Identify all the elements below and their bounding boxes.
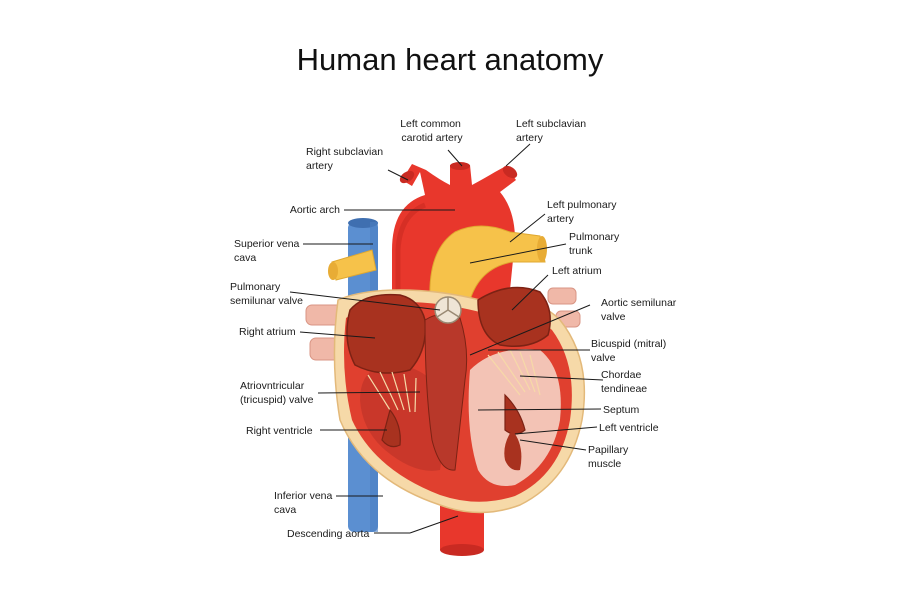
label-aortic-arch: Aortic arch xyxy=(290,204,340,216)
page-title: Human heart anatomy xyxy=(296,42,604,77)
label-pulmonary-trunk: Pulmonary trunk xyxy=(569,231,622,257)
label-left-subclavian-artery: Left subclavian artery xyxy=(516,118,589,144)
label-left-ventricle: Left ventricle xyxy=(599,422,659,434)
label-papillary-muscle: Papillary muscle xyxy=(588,444,631,470)
papillary-muscle-shape xyxy=(504,430,522,471)
label-left-atrium: Left atrium xyxy=(552,265,602,277)
label-inferior-vena-cava: Inferior vena cava xyxy=(274,490,335,516)
label-superior-vena-cava: Superior vena cava xyxy=(234,238,302,264)
label-descending-aorta: Descending aorta xyxy=(287,528,369,540)
label-bicuspid-mitral-valve: Bicuspid (mitral) valve xyxy=(591,338,669,364)
label-left-common-carotid-artery: Left common carotid artery xyxy=(400,118,464,144)
right-ventricle-cavity xyxy=(360,364,444,471)
label-tricuspid-valve: Atriovntricular (tricuspid) valve xyxy=(240,380,314,406)
label-septum: Septum xyxy=(603,404,639,416)
labels: Left common carotid artery Left subclavi… xyxy=(230,118,679,540)
label-pulmonary-semilunar-valve: Pulmonary semilunar valve xyxy=(230,281,303,307)
chordae-left xyxy=(487,349,541,435)
semilunar-valve-shape xyxy=(434,296,462,324)
pulmonary-trunk xyxy=(429,225,547,301)
label-left-pulmonary-artery: Left pulmonary artery xyxy=(547,199,619,225)
label-right-subclavian-artery: Right subclavian artery xyxy=(306,146,386,172)
label-right-atrium: Right atrium xyxy=(239,326,296,338)
left-atrium-muscle xyxy=(477,286,551,347)
label-right-ventricle: Right ventricle xyxy=(246,425,313,437)
right-atrium-muscle xyxy=(346,293,427,374)
heart-illustration xyxy=(305,162,586,556)
leader-lines xyxy=(289,143,604,534)
label-aortic-semilunar-valve: Aortic semilunar valve xyxy=(601,297,679,323)
label-chordae-tendineae: Chordae tendineae xyxy=(601,369,647,395)
